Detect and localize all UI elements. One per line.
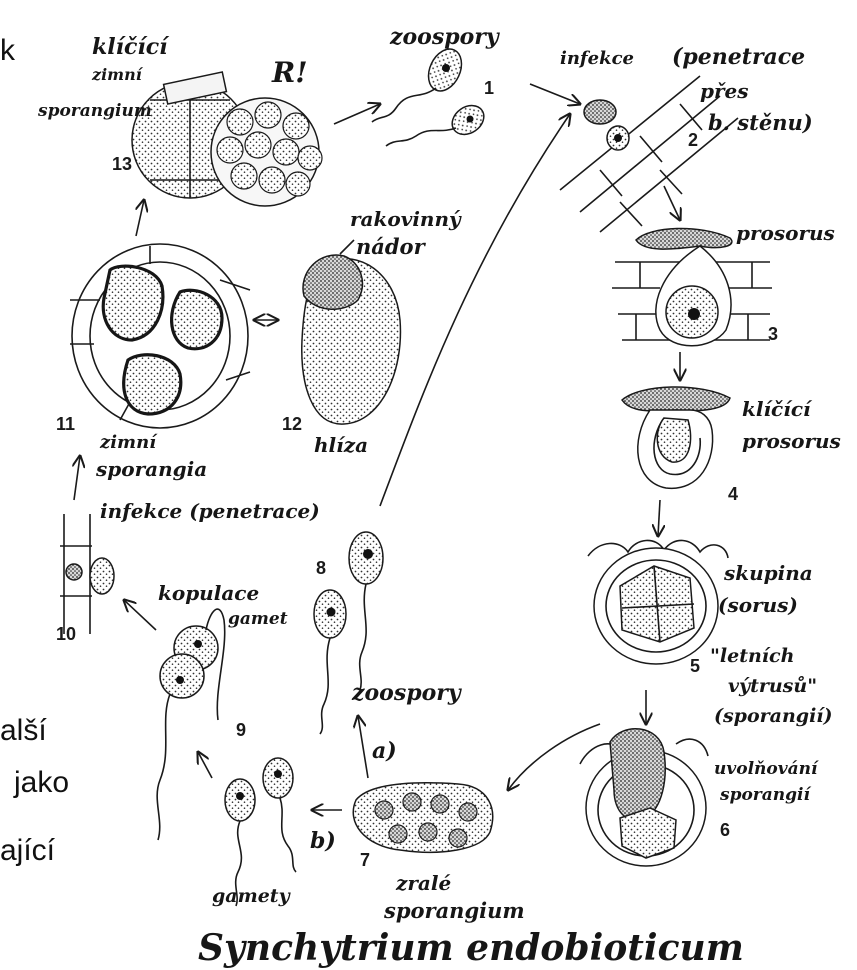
- label-3: prosorus: [736, 221, 835, 245]
- label-10: infekce (penetrace): [100, 499, 320, 523]
- number-9: 9: [236, 720, 246, 740]
- slide-fragment-2: alší: [0, 714, 47, 747]
- label-2d: b. stěnu): [708, 110, 813, 135]
- number-1: 1: [484, 78, 494, 98]
- label-5a: skupina: [723, 561, 813, 585]
- label-12b: nádor: [356, 234, 427, 259]
- label-6a: uvolňování: [714, 759, 819, 779]
- slide-fragment-1: k: [0, 34, 16, 67]
- slide-fragment-3: jako: [13, 766, 69, 799]
- stage-1-zoospores: [372, 44, 489, 146]
- label-7b: sporangium: [383, 898, 525, 923]
- label-2a: infekce: [560, 48, 634, 69]
- label-5c: "letních: [710, 645, 794, 667]
- label-8: zoospory: [351, 680, 463, 706]
- number-8: 8: [316, 558, 326, 578]
- label-1: zoospory: [389, 24, 501, 50]
- label-13c: sporangium: [37, 101, 152, 121]
- stage-7-mature-sporangium: [353, 783, 492, 852]
- number-13: 13: [112, 154, 132, 174]
- label-4b: prosorus: [742, 429, 841, 453]
- number-5: 5: [690, 656, 700, 676]
- label-9b: gamet: [228, 609, 288, 629]
- label-11b: sporangia: [95, 457, 207, 481]
- label-13a: klíčící: [92, 34, 170, 60]
- diagram-title: Synchytrium endobioticum: [198, 927, 744, 969]
- label-12a: rakovinný: [350, 207, 462, 231]
- stage-4-germinating-prosorus: [622, 387, 730, 488]
- label-2b: (penetrace: [672, 44, 805, 70]
- label-2c: přes: [700, 79, 749, 103]
- label-gametes: gamety: [212, 885, 292, 907]
- stage-11-winter-sporangia: [70, 244, 250, 428]
- number-11: 11: [56, 414, 75, 434]
- label-5d: výtrusů": [728, 675, 817, 697]
- number-2: 2: [688, 130, 698, 150]
- label-9a: kopulace: [158, 581, 259, 605]
- label-13d: R!: [271, 56, 308, 89]
- stage-10-infection: [60, 514, 114, 634]
- stage-13-germinating-winter-sporangium: [132, 72, 322, 206]
- label-12c: hlíza: [314, 433, 368, 457]
- label-7-branch-b: b): [310, 828, 336, 854]
- label-6b: sporangií: [719, 785, 811, 805]
- stage-6-release-of-sporangia: [580, 729, 708, 866]
- number-3: 3: [768, 324, 778, 344]
- stage-5-sorus: [588, 540, 728, 664]
- number-12: 12: [282, 414, 302, 434]
- number-7: 7: [360, 850, 370, 870]
- number-10: 10: [56, 624, 76, 644]
- number-4: 4: [728, 484, 738, 504]
- stage-9-gamete-copulation: [157, 609, 225, 840]
- label-11a: zimní: [99, 432, 158, 453]
- label-5b: (sorus): [718, 593, 798, 617]
- stage-gametes: [225, 758, 296, 906]
- label-7a: zralé: [395, 871, 451, 895]
- stage-3-prosorus: [612, 228, 772, 345]
- label-5e: (sporangií): [714, 705, 833, 727]
- stage-12-tumour-on-tuber: [302, 240, 401, 424]
- slide-fragment-4: ající: [0, 834, 56, 867]
- number-6: 6: [720, 820, 730, 840]
- label-4a: klíčící: [742, 397, 813, 421]
- label-13b: zimní: [91, 65, 144, 84]
- label-7-branch-a: a): [372, 738, 397, 764]
